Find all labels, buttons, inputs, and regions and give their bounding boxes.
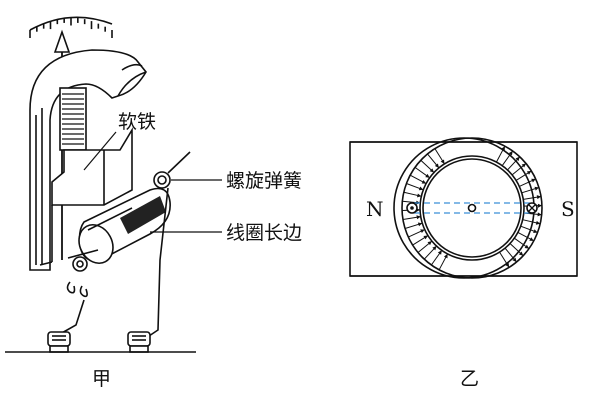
coil-cross-section: [406, 202, 538, 214]
field-arrow: [534, 186, 539, 191]
permanent-magnet: [29, 49, 147, 271]
caption-left: 甲: [92, 368, 111, 390]
pole-bore: [401, 137, 543, 279]
field-arrow: [427, 241, 432, 246]
label-soft-iron: 软铁: [118, 111, 156, 133]
field-arrow: [417, 222, 423, 227]
soft-iron-core: [59, 87, 87, 151]
magnet-pole-shoe: [51, 127, 133, 262]
caption-right: 乙: [460, 368, 479, 390]
field-arrow: [515, 156, 520, 162]
field-arrow: [518, 251, 524, 256]
lead-wires: [39, 187, 169, 339]
field-arrow: [429, 168, 434, 173]
galvanometer-structure: [5, 16, 222, 353]
field-arrow: [501, 146, 505, 151]
field-arrow: [508, 151, 513, 156]
field-arrow: [537, 212, 542, 217]
field-arrow: [423, 235, 428, 240]
field-arrow: [521, 163, 527, 168]
field-arrow: [533, 229, 538, 233]
field-arrow: [416, 215, 421, 220]
field-arrow: [512, 257, 517, 263]
field-arrow: [537, 203, 542, 208]
field-arrow: [535, 220, 541, 225]
field-arrow: [432, 246, 437, 251]
label-coil-long-side: 线圈长边: [226, 222, 302, 244]
pole-south-label: S: [561, 197, 575, 221]
terminal-left: [47, 331, 71, 353]
field-arrow: [420, 229, 425, 234]
rotation-axis: [467, 203, 477, 213]
field-arrow: [434, 163, 439, 168]
leader-soft-iron: [83, 131, 117, 171]
field-arrow: [418, 186, 424, 191]
field-arrow: [531, 178, 536, 183]
scale-dial: [29, 16, 113, 38]
field-arrow: [505, 262, 510, 268]
radial-field-view: [349, 137, 578, 279]
coil-path-circle: [422, 158, 522, 258]
field-arrow: [421, 179, 427, 184]
terminal-right: [127, 331, 151, 353]
label-spiral-spring: 螺旋弹簧: [226, 170, 302, 192]
field-arrow: [416, 193, 422, 198]
field-arrow: [440, 159, 445, 164]
field-arrow: [443, 253, 448, 259]
field-arrow: [425, 173, 430, 178]
spiral-spring-upper: [153, 151, 222, 189]
field-arrow: [524, 244, 529, 249]
pole-north-label: N: [366, 197, 384, 221]
coil-drum: [78, 187, 171, 264]
lower-spring: [66, 249, 99, 298]
field-arrow: [536, 195, 542, 200]
field-arrow: [526, 170, 532, 175]
field-arrow: [529, 237, 534, 241]
field-arrow: [437, 250, 442, 255]
